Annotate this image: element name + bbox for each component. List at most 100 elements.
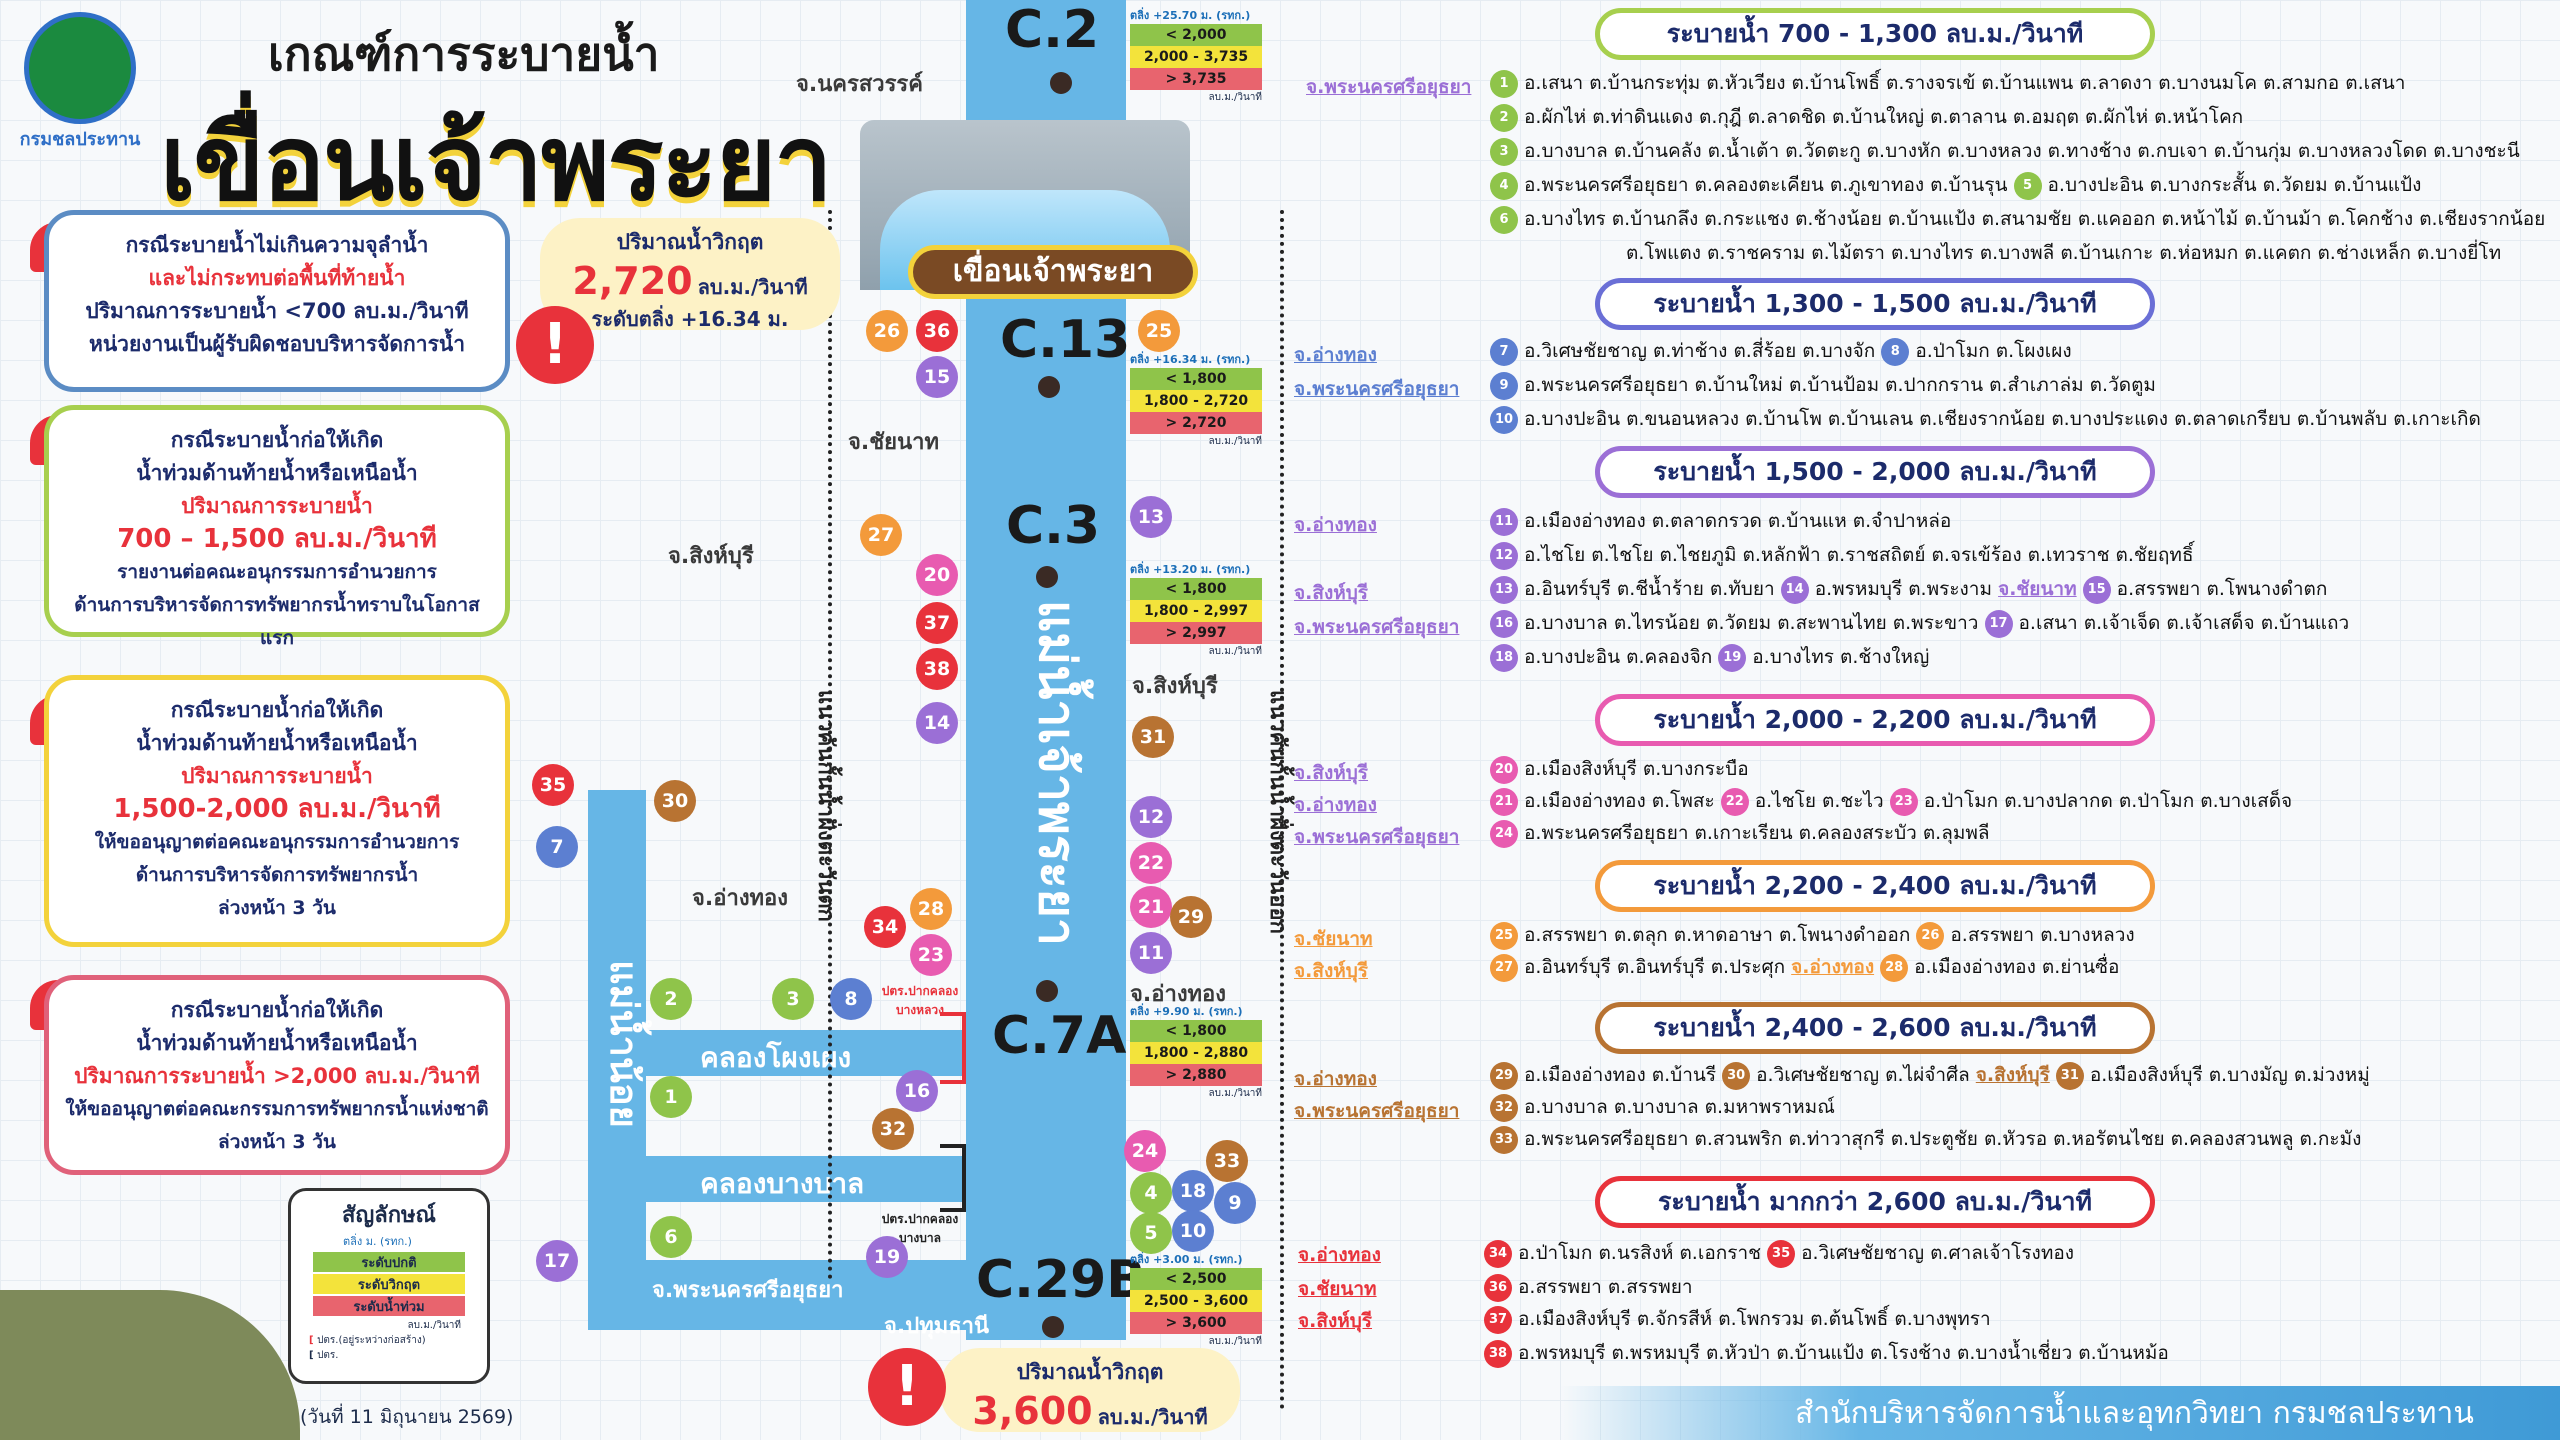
dam-label: เขื่อนเจ้าพระยา — [908, 245, 1198, 299]
warning-icon: ! — [868, 1348, 946, 1426]
range-1300-1500: ระบายน้ำ 1,300 - 1,500 ลบ.ม./วินาที — [1595, 278, 2155, 330]
west-levee-label: แนวคันกั้นน้ำฝั่งตะวันตก — [813, 690, 838, 922]
area-marker: 30 — [654, 780, 696, 822]
station-dot — [1038, 376, 1060, 398]
area-marker: 17 — [536, 1240, 578, 1282]
area-marker: 8 — [830, 978, 872, 1020]
title-big: เขื่อนเจ้าพระยา — [160, 102, 833, 224]
east-levee-label: แนวคันกั้นน้ำฝั่งตะวันออก — [1265, 690, 1290, 934]
khlong-bang-ban-label: คลองบางบาล — [700, 1167, 865, 1200]
prov-chainat: จ.ชัยนาท — [848, 430, 939, 455]
area-marker: 27 — [860, 514, 902, 556]
prov-singburi-left: จ.สิงห์บุรี — [668, 544, 754, 569]
area-marker: 2 — [650, 978, 692, 1020]
area-marker: 12 — [1130, 796, 1172, 838]
west-levee-line — [828, 210, 832, 1280]
station-c7a: C.7A — [992, 1006, 1127, 1066]
area-marker: 28 — [910, 888, 952, 930]
area-marker: 18 — [1172, 1170, 1214, 1212]
noi-river-label: แม่น้ำน้อย — [602, 960, 646, 1128]
station-c13: C.13 — [1000, 310, 1131, 370]
prov-ayutthaya: จ.พระนครศรีอยุธยา — [652, 1278, 844, 1303]
range-1500-2000: ระบายน้ำ 1,500 - 2,000 ลบ.ม./วินาที — [1595, 446, 2155, 498]
area-marker: 34 — [864, 906, 906, 948]
station-c29b: C.29B — [976, 1250, 1146, 1310]
area-marker: 16 — [896, 1070, 938, 1112]
case-box-2: กรณีระบายน้ำก่อให้เกิด น้ำท่วมด้านท้ายน้… — [44, 405, 510, 649]
area-marker: 5 — [1130, 1212, 1172, 1254]
area-marker: 11 — [1130, 932, 1172, 974]
area-marker: 36 — [916, 310, 958, 352]
area-marker: 13 — [1130, 496, 1172, 538]
critical-flow-bottom: ปริมาณน้ำวิกฤต 3,600 ลบ.ม./วินาที — [940, 1348, 1240, 1433]
date-label: (วันที่ 11 มิถุนายน 2569) — [300, 1406, 514, 1428]
station-dot — [1036, 566, 1058, 588]
station-dot — [1042, 1316, 1064, 1338]
gate-bang-ban-label: ปตร.ปากคลอง บางบาล — [881, 1212, 959, 1245]
area-marker: 21 — [1130, 886, 1172, 928]
range-700-1300: ระบายน้ำ 700 - 1,300 ลบ.ม./วินาที — [1595, 8, 2155, 60]
area-marker: 22 — [1130, 842, 1172, 884]
prov-singburi-right: จ.สิงห์บุรี — [1132, 674, 1218, 699]
area-marker: 10 — [1172, 1210, 1214, 1252]
range-2200-2400: ระบายน้ำ 2,200 - 2,400 ลบ.ม./วินาที — [1595, 860, 2155, 912]
area-marker: 33 — [1206, 1140, 1248, 1182]
area-marker: 14 — [916, 702, 958, 744]
area-marker: 1 — [650, 1076, 692, 1118]
range-2400-2600: ระบายน้ำ 2,400 - 2,600 ลบ.ม./วินาที — [1595, 1002, 2155, 1054]
critical-flow-top: ปริมาณน้ำวิกฤต 2,720 ลบ.ม./วินาที ระดับต… — [540, 218, 840, 331]
prov-angthong-left: จ.อ่างทอง — [692, 886, 789, 911]
khlong-phong-pheng-label: คลองโผงเผง — [700, 1041, 852, 1074]
rid-logo — [24, 12, 136, 124]
title-small: เกณฑ์การระบายน้ำ — [268, 27, 660, 81]
area-marker: 35 — [532, 764, 574, 806]
main-river-label: แม่น้ำเจ้าพระยา — [1028, 600, 1086, 946]
area-marker: 7 — [536, 826, 578, 868]
gate-bang-luang-label: ปตร.ปากคลอง บางหลวง — [881, 984, 959, 1017]
area-marker: 37 — [916, 602, 958, 644]
area-marker: 25 — [1138, 310, 1180, 352]
area-marker: 24 — [1124, 1130, 1166, 1172]
prov-link: จ.พระนครศรีอยุธยา — [1306, 76, 1472, 98]
gate-bang-luang-symbol — [940, 1012, 966, 1084]
station-c2: C.2 — [1005, 0, 1100, 60]
east-levee-line — [1280, 210, 1284, 1410]
area-marker: 32 — [872, 1108, 914, 1150]
warning-icon: ! — [516, 306, 594, 384]
area-marker: 6 — [650, 1216, 692, 1258]
case-box-3: กรณีระบายน้ำก่อให้เกิด น้ำท่วมด้านท้ายน้… — [44, 675, 510, 947]
khlong-phong-pheng — [588, 1030, 968, 1076]
hill-decoration — [0, 1290, 300, 1440]
area-marker: 20 — [916, 554, 958, 596]
prov-pathum: จ.ปทุมธานี — [884, 1314, 990, 1339]
footer-text: สำนักบริหารจัดการน้ำและอุทกวิทยา กรมชลปร… — [1795, 1396, 2474, 1431]
prov-nakhonsawan: จ.นครสวรรค์ — [796, 72, 923, 97]
river-lower-junction — [588, 1260, 968, 1330]
case-box-1: กรณีระบายน้ำไม่เกินความจุลำน้ำ และไม่กระ… — [44, 210, 510, 392]
logo-text: กรมชลประทาน — [19, 129, 141, 150]
area-marker: 19 — [866, 1236, 908, 1278]
area-marker: 23 — [910, 934, 952, 976]
station-c3: C.3 — [1006, 496, 1101, 556]
area-marker: 26 — [866, 310, 908, 352]
area-marker: 9 — [1214, 1182, 1256, 1224]
footer-bar — [1560, 1386, 2560, 1440]
area-marker: 31 — [1132, 716, 1174, 758]
gate-bang-ban-symbol — [940, 1144, 966, 1212]
range-2000-2200: ระบายน้ำ 2,000 - 2,200 ลบ.ม./วินาที — [1595, 694, 2155, 746]
area-marker: 4 — [1130, 1172, 1172, 1214]
area-marker: 15 — [916, 356, 958, 398]
range-over-2600: ระบายน้ำ มากกว่า 2,600 ลบ.ม./วินาที — [1595, 1176, 2155, 1228]
station-dot — [1050, 72, 1072, 94]
area-marker: 38 — [916, 648, 958, 690]
case-box-4: กรณีระบายน้ำก่อให้เกิด น้ำท่วมด้านท้ายน้… — [44, 975, 510, 1175]
area-marker: 29 — [1170, 896, 1212, 938]
prov-angthong-right: จ.อ่างทอง — [1130, 982, 1227, 1007]
station-dot — [1036, 980, 1058, 1002]
legend: สัญลักษณ์ ตลิ่ง ม. (รทก.) ระดับปกติ ระดั… — [288, 1188, 490, 1384]
